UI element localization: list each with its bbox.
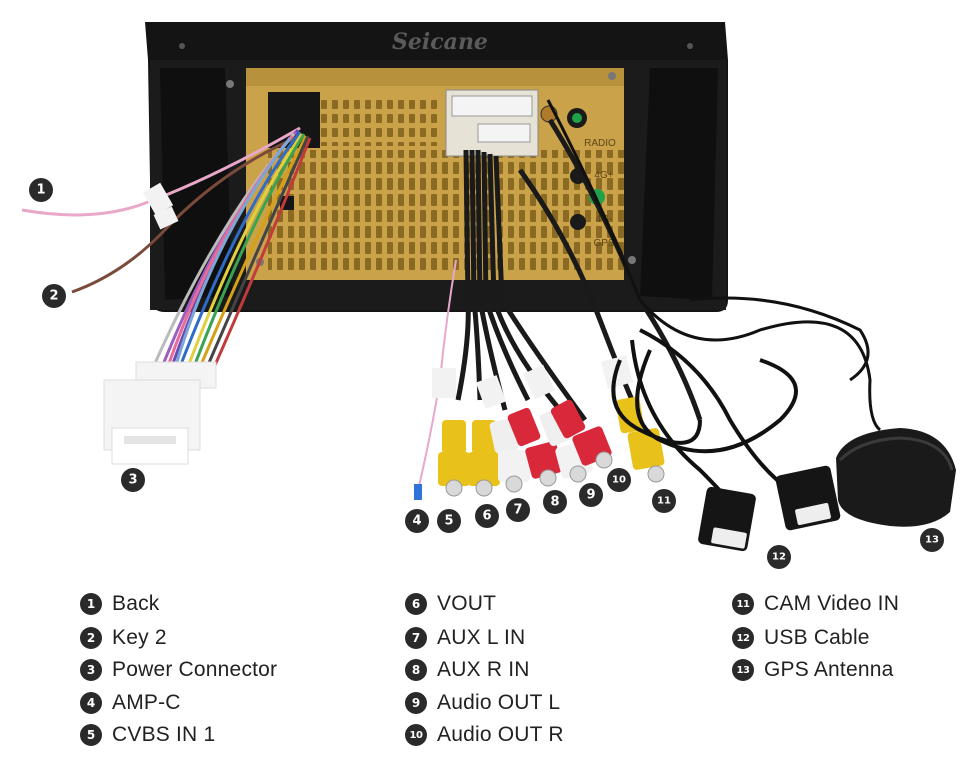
svg-text:12: 12 [772,552,786,563]
legend-badge: 13 [732,659,754,681]
callout-3: 3 [121,468,145,492]
legend-item-key-2: 2 Key 2 [80,623,167,653]
legend-item-aux-r-in: 8 AUX R IN [405,655,530,685]
svg-text:6: 6 [482,509,491,524]
legend-item-aux-l-in: 7 AUX L IN [405,623,525,653]
svg-text:9: 9 [586,488,595,503]
legend-label: VOUT [437,592,497,615]
svg-text:2: 2 [49,289,58,304]
legend-badge: 3 [80,659,102,681]
callout-1: 1 [29,178,53,202]
key2-wire [71,134,301,294]
legend-label: Back [112,592,160,615]
svg-text:3: 3 [128,473,137,488]
legend-item-cam-video-in: 11 CAM Video IN [732,589,899,619]
rca-audio-out-r [550,399,613,469]
svg-text:4: 4 [412,514,421,529]
legend-item-cvbs-in-1: 5 CVBS IN 1 [80,720,215,750]
legend-label: AUX R IN [437,658,530,681]
callout-11: 11 [652,489,676,513]
4g-port-label-a: 4G+ [594,170,613,181]
callout-12: 12 [767,545,791,569]
legend-label: CAM Video IN [764,592,900,615]
legend-badge: 9 [405,692,427,714]
legend-label: GPS Antenna [764,658,894,681]
back-wire [21,126,301,217]
legend-label: AUX L IN [437,626,526,649]
legend-badge: 8 [405,659,427,681]
svg-text:10: 10 [612,475,626,486]
legend-item-usb-cable: 12 USB Cable [732,623,870,653]
legend-badge: 2 [80,627,102,649]
legend-badge: 11 [732,593,754,615]
brand-logo: Seicane [392,29,488,55]
legend-label: CVBS IN 1 [112,723,216,746]
svg-text:5: 5 [444,514,453,529]
power-harness [150,128,312,373]
rca-aux-r-in [507,407,563,487]
legend-label: Audio OUT L [437,691,561,714]
legend-badge: 7 [405,627,427,649]
gps-antenna-cable [546,99,882,432]
rca-cvbs-in-1 [438,420,470,497]
svg-text:7: 7 [513,503,522,518]
legend-label: Key 2 [112,626,167,649]
rca-vout [468,420,500,497]
legend-badge: 10 [405,724,427,746]
legend-badge: 6 [405,593,427,615]
legend-item-audio-out-r: 10 Audio OUT R [405,720,564,750]
svg-text:13: 13 [925,535,939,546]
legend-label: Power Connector [112,658,278,681]
legend-item-vout: 6 VOUT [405,589,496,619]
svg-text:8: 8 [550,495,559,510]
legend-badge: 12 [732,627,754,649]
legend-label: USB Cable [764,626,870,649]
callout-5: 5 [437,509,461,533]
gps-antenna [836,428,956,527]
rca-cable-trunk [455,118,703,422]
legend-item-audio-out-l: 9 Audio OUT L [405,688,560,718]
legend-badge: 4 [80,692,102,714]
rca-aux-l-in [489,418,530,493]
callout-10: 10 [607,468,631,492]
usb-plug-left [698,486,756,552]
rca-cam-video-in [615,396,665,483]
callout-8: 8 [543,490,567,514]
callout-2: 2 [42,284,66,308]
legend-item-back: 1 Back [80,589,160,619]
legend-label: Audio OUT R [437,723,564,746]
usb-plug-right [775,465,841,531]
legend-item-amp-c: 4 AMP-C [80,688,181,718]
legend-label: AMP-C [112,691,181,714]
legend-item-power-connector: 3 Power Connector [80,655,277,685]
svg-text:11: 11 [657,496,671,507]
callout-7: 7 [506,498,530,522]
callout-13: 13 [920,528,944,552]
legend-badge: 1 [80,593,102,615]
svg-text:1: 1 [36,183,45,198]
head-unit: Seicane RADIO 4G+ 4G- GPS [145,22,728,312]
legend-item-gps-antenna: 13 GPS Antenna [732,655,893,685]
radio-port-label: RADIO [584,138,616,149]
callout-badges: 1 2 3 4 5 6 7 8 9 10 11 12 13 [29,178,944,569]
legend-badge: 5 [80,724,102,746]
power-connector [103,361,217,465]
callout-6: 6 [475,504,499,528]
usb-cable [611,328,798,502]
gps-port-label: GPS [593,238,614,249]
callout-9: 9 [579,483,603,507]
callout-4: 4 [405,509,429,533]
